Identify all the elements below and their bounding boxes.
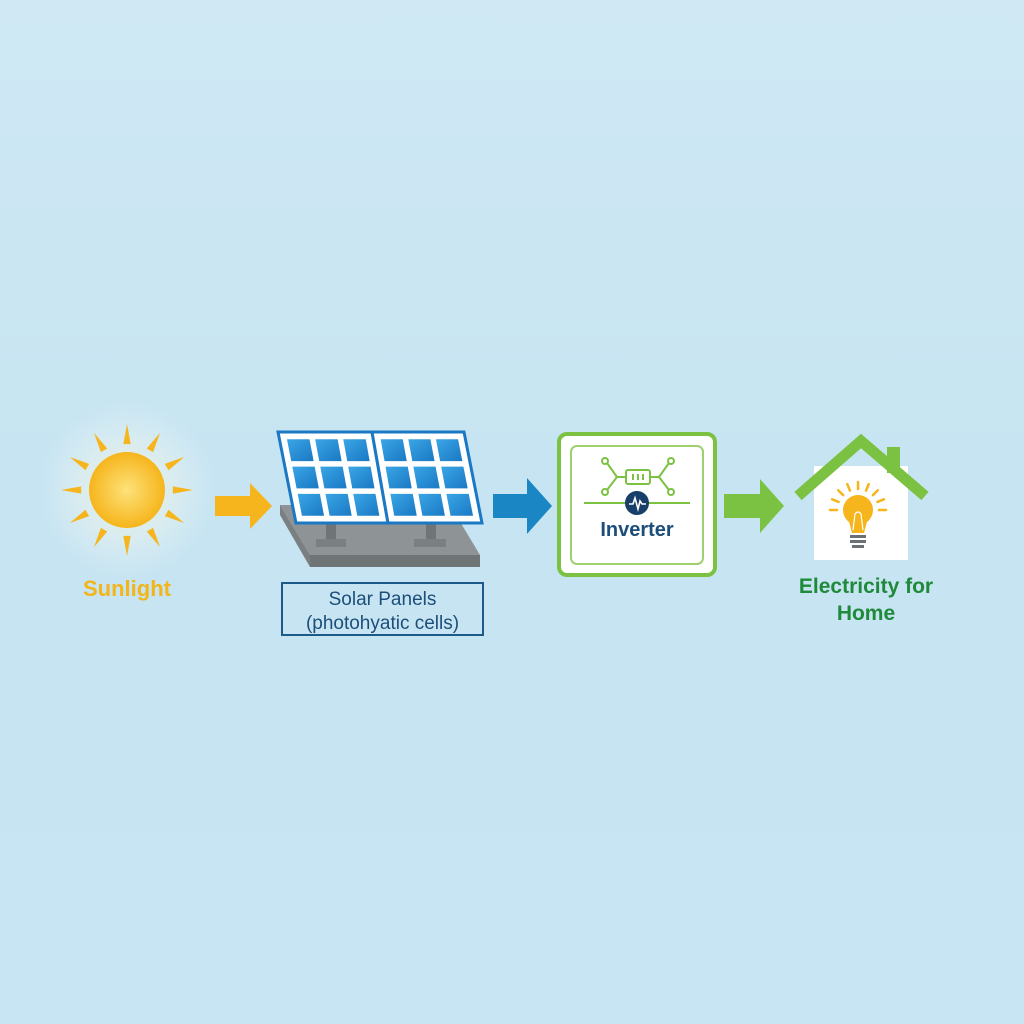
home-label-line1: Electricity for: [798, 575, 934, 598]
solar-cell: [325, 493, 352, 516]
bulb-ray: [864, 482, 870, 492]
sun-ray: [123, 535, 131, 556]
solar-cell: [435, 439, 463, 462]
sun-ray: [172, 486, 193, 494]
solar-cell: [353, 493, 380, 516]
bulb-ray: [846, 482, 852, 492]
inverter-box: [557, 432, 717, 577]
house-lightbulb-icon: [794, 433, 929, 560]
solar-cell: [286, 439, 314, 462]
solar-cell: [315, 439, 342, 462]
solar-cell: [441, 466, 468, 489]
arrow-inverter-to-home: [724, 479, 784, 533]
sun-ray: [69, 509, 90, 523]
solar-cell: [297, 493, 325, 516]
solar-panels-subtitle: (photohyatic cells): [305, 613, 460, 634]
sun-icon: [37, 400, 217, 580]
bulb-ray: [830, 498, 840, 504]
solar-cell: [390, 493, 417, 516]
lightbulb-icon: [828, 480, 888, 548]
bulb-ray: [836, 488, 845, 497]
sun-ray: [123, 424, 131, 445]
solar-cell: [292, 466, 319, 489]
home-label-line2: Home: [836, 602, 896, 625]
home-label: Electricity for Home: [776, 573, 956, 627]
solar-cell: [418, 493, 445, 516]
waveform-icon: [625, 491, 649, 515]
sun-ray: [146, 527, 160, 548]
sunlight-label: Sunlight: [83, 576, 171, 601]
solar-cell: [380, 439, 407, 462]
sun-ray: [164, 457, 185, 471]
arrow-panels-to-inverter: [493, 478, 552, 534]
sun-ray: [94, 527, 108, 548]
solar-cell: [413, 466, 440, 489]
solar-panel-icon: [276, 430, 484, 567]
solar-cell: [385, 466, 412, 489]
bulb-ray: [876, 498, 886, 504]
bulb-ray: [871, 488, 880, 497]
inverter-label: Inverter: [600, 519, 674, 541]
sun-ray: [61, 486, 82, 494]
solar-cell: [348, 466, 375, 489]
sun-ray: [164, 509, 185, 523]
solar-cell: [343, 439, 370, 462]
solar-panels-label: Solar Panels (photohyatic cells): [281, 582, 484, 636]
solar-cell: [320, 466, 347, 489]
sun-ray: [146, 432, 160, 453]
solar-cell: [446, 493, 474, 516]
sun-ray: [94, 432, 108, 453]
arrow-sunlight-to-panels: [215, 483, 272, 529]
solar-cell: [408, 439, 435, 462]
sun-ray: [69, 457, 90, 471]
solar-panels-title: Solar Panels: [328, 589, 437, 610]
